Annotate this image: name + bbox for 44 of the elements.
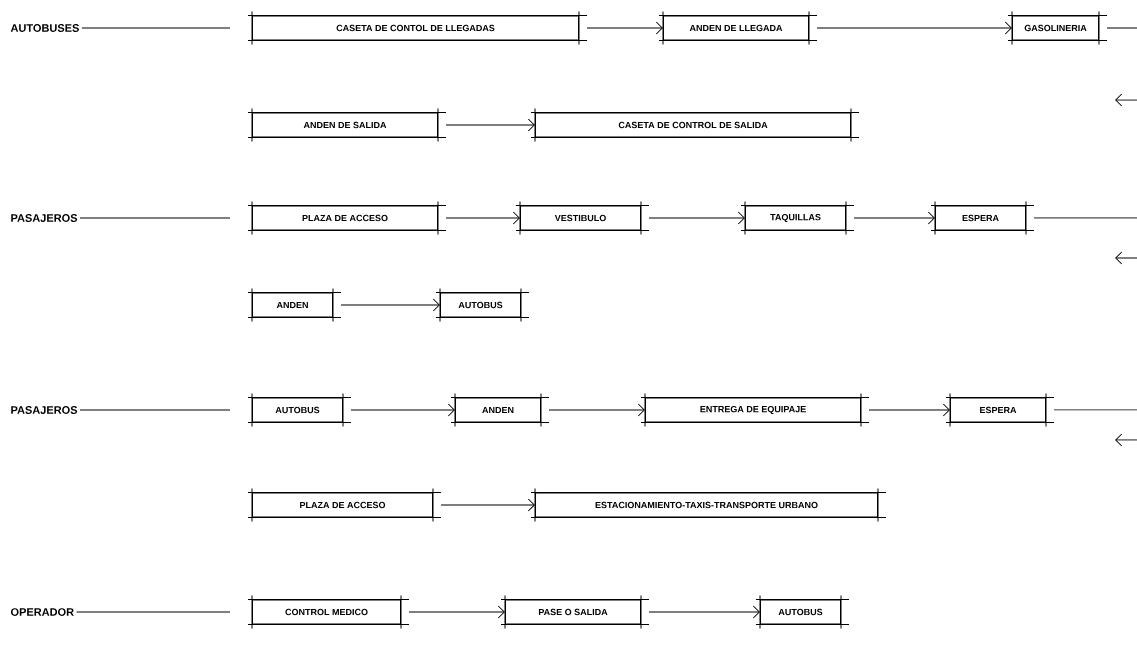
process-box: CONTROL MEDICO [247, 595, 410, 629]
connector [548, 403, 645, 417]
connector [440, 498, 535, 512]
connector [853, 211, 935, 225]
process-box: AUTOBUS [755, 595, 850, 629]
connector [76, 611, 231, 613]
connector [648, 211, 745, 225]
connector [79, 217, 231, 219]
connector [445, 211, 520, 225]
row-label: AUTOBUSES [10, 24, 79, 32]
connector [445, 118, 535, 132]
process-box: PLAZA DE ACCESO [247, 201, 447, 235]
process-box: CASETA DE CONTROL DE SALIDA [530, 108, 860, 142]
connector [408, 605, 505, 619]
connector [1033, 217, 1137, 219]
process-box: CASETA DE CONTOL DE LLEGADAS [247, 11, 588, 45]
process-box: PASE O SALIDA [500, 595, 650, 629]
process-box: PLAZA DE ACCESO [247, 488, 442, 522]
process-box: ANDEN DE LLEGADA [658, 11, 818, 45]
process-box: AUTOBUS [247, 393, 352, 427]
process-box: ANDEN [247, 288, 342, 322]
connector [1053, 409, 1137, 411]
connector [648, 605, 760, 619]
connector [816, 21, 1012, 35]
process-box: AUTOBUS [435, 288, 530, 322]
process-box: ANDEN DE SALIDA [247, 108, 447, 142]
process-box: VESTIBULO [515, 201, 650, 235]
connector [868, 403, 950, 417]
process-box: ESPERA [945, 393, 1055, 427]
process-box: GASOLINERIA [1007, 11, 1108, 45]
row-label: PASAJEROS [11, 214, 78, 222]
connector [1106, 27, 1137, 29]
connector [79, 409, 231, 411]
process-box: ANDEN [450, 393, 550, 427]
process-box: ESTACIONAMIENTO-TAXIS-TRANSPORTE URBANO [530, 488, 887, 522]
connector [586, 21, 663, 35]
row-label: OPERADOR [10, 608, 74, 616]
process-box: ESPERA [930, 201, 1035, 235]
process-box: TAQUILLAS [740, 201, 855, 235]
row-label: PASAJEROS [11, 406, 78, 414]
connector [81, 27, 231, 29]
process-box: ENTREGA DE EQUIPAJE [640, 393, 870, 427]
connector [350, 403, 455, 417]
connector [340, 298, 440, 312]
